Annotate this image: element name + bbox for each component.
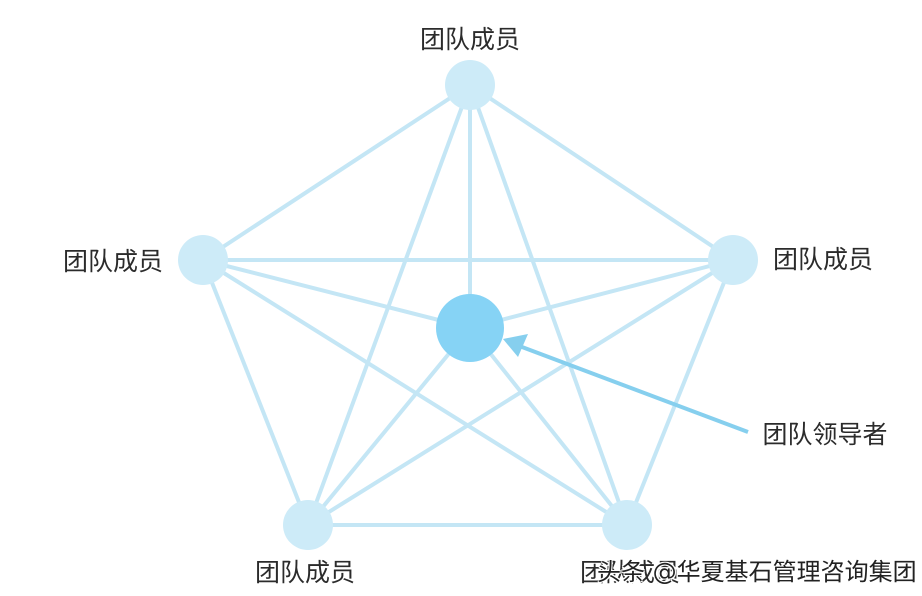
edge-leader-left — [202, 258, 471, 330]
member-label-bottom-right: 团队成员 — [579, 558, 681, 587]
edge-leader-bottom-right — [468, 326, 629, 527]
member-node-right — [708, 235, 758, 285]
member-label-left: 团队成员 — [62, 247, 164, 276]
arrow-line — [521, 345, 749, 434]
edge-top-right — [468, 83, 735, 262]
edge-top-left — [201, 83, 472, 262]
leader-label: 团队领导者 — [762, 420, 888, 449]
watermark: 头条 @华夏基石管理咨询集团 — [597, 558, 917, 586]
member-label-top: 团队成员 — [419, 25, 521, 54]
member-node-bottom-left — [283, 500, 333, 550]
edge-left-bottom-left — [201, 259, 310, 526]
edge-leader-right — [469, 258, 734, 330]
member-node-top — [445, 60, 495, 110]
edge-right-bottom-right — [625, 259, 735, 526]
edge-leader-bottom-left — [306, 326, 472, 527]
member-node-bottom-right — [602, 500, 652, 550]
member-label-bottom-left: 团队成员 — [254, 558, 356, 587]
arrow-head-icon — [503, 334, 528, 357]
edge-top-bottom-right — [468, 84, 629, 526]
edge-top-bottom-left — [306, 84, 472, 526]
member-node-left — [178, 235, 228, 285]
leader-node — [436, 294, 504, 362]
member-label-right: 团队成员 — [772, 245, 874, 274]
